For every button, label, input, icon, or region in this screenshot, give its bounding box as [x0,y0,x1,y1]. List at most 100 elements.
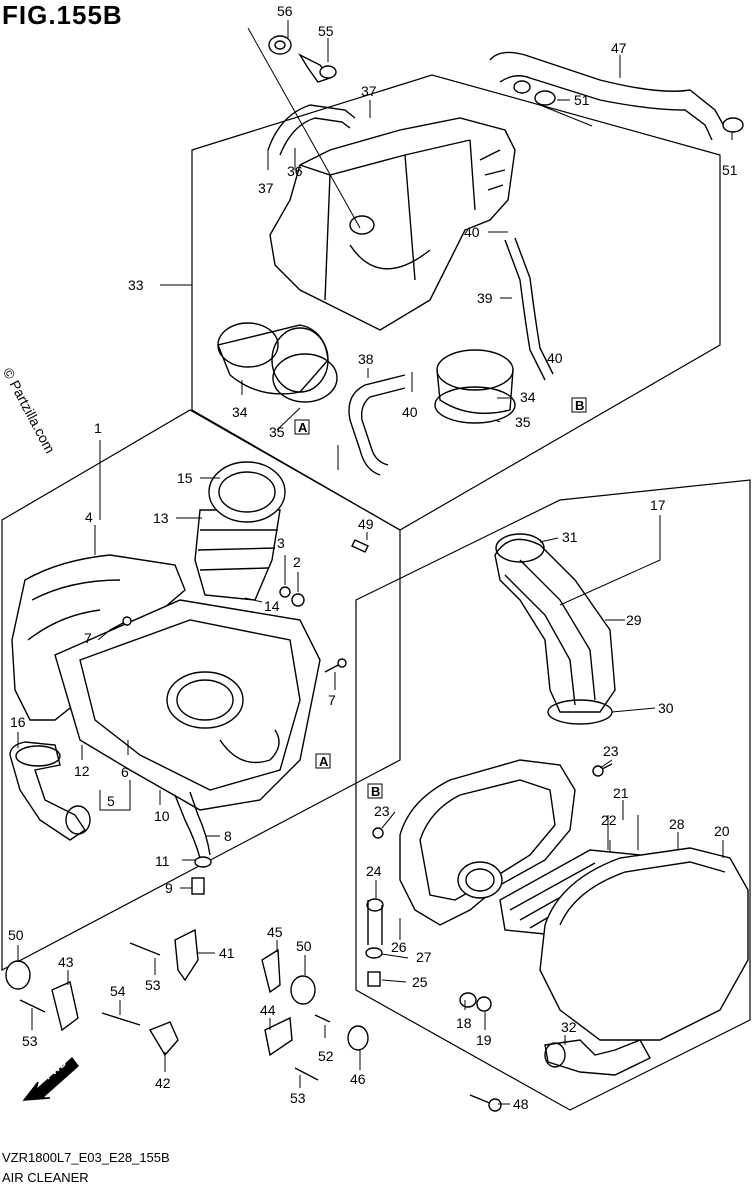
callout-22: 22 [601,812,617,828]
callout-40-a: 40 [464,224,480,240]
bolt-52 [314,1014,331,1023]
callout-51-lower: 51 [722,162,738,178]
ref-box-b-right: B [367,783,383,799]
duct-32 [544,1039,651,1076]
callout-49: 49 [358,516,374,532]
callout-47: 47 [611,40,627,56]
callout-32: 32 [561,1019,577,1035]
bolt-48 [469,1094,502,1112]
callout-13: 13 [153,510,169,526]
callout-46: 46 [350,1071,366,1087]
callout-53-center: 53 [145,977,161,993]
hose-8 [174,791,211,859]
callout-53-left: 53 [22,1033,38,1049]
callout-45: 45 [267,924,283,940]
callout-21: 21 [613,785,629,801]
clamp-35-left [272,353,338,403]
callout-26: 26 [391,939,407,955]
callout-23-lower: 23 [374,803,390,819]
clamp-11 [194,856,212,868]
callout-17: 17 [650,497,666,513]
grommet-18 [459,992,477,1008]
duct-16 [9,741,91,841]
callout-54: 54 [110,983,126,999]
callout-4: 4 [85,509,93,525]
callout-8: 8 [224,828,232,844]
callout-19: 19 [476,1032,492,1048]
svg-text:B: B [575,398,584,413]
callout-12: 12 [74,763,90,779]
callout-16: 16 [10,714,26,730]
callout-7-left: 7 [84,630,92,646]
group-outline-right [355,479,751,1111]
callout-31: 31 [562,529,578,545]
callout-14: 14 [264,598,280,614]
hose-39 [504,237,554,381]
svg-text:A: A [298,420,308,435]
callout-50-left: 50 [8,927,24,943]
intake-pipe-34-right [436,349,514,415]
callout-53-bottom: 53 [290,1090,306,1106]
bolt-49 [351,539,369,553]
group-outline-left [1,409,401,971]
cushion-50-left [5,960,31,990]
callout-6: 6 [121,764,129,780]
figure-title: FIG.155B [2,0,123,30]
bolt-54 [101,1012,141,1026]
callout-51-upper: 51 [574,92,590,108]
callout-20: 20 [714,823,730,839]
hose-38 [348,374,406,476]
bolt-55 [298,53,337,83]
cushion-50-center [290,975,316,1005]
callout-18: 18 [456,1015,472,1031]
bolt-53-left [19,999,46,1013]
callout-9: 9 [165,880,173,896]
callout-55: 55 [318,23,334,39]
callout-43: 43 [58,954,74,970]
callout-52: 52 [318,1048,334,1064]
callout-15: 15 [177,470,193,486]
clamp-27 [365,947,383,959]
callout-3: 3 [277,535,285,551]
nut-3 [279,586,291,598]
bolt-23-lower [372,827,384,839]
callout-35-right: 35 [515,414,531,430]
nut-2 [291,593,305,607]
rubber-intake-29 [494,538,616,713]
callout-48: 48 [513,1096,529,1112]
callout-30: 30 [658,700,674,716]
clamp-51-upper [534,90,556,106]
callout-5: 5 [107,793,115,809]
bolt-53-center [129,942,161,956]
callout-33: 33 [128,277,144,293]
bracket-44 [264,1016,293,1057]
callout-23-upper: 23 [603,743,619,759]
callout-40-b: 40 [547,350,563,366]
bracket-41 [174,928,199,982]
bracket-43 [51,981,79,1032]
callout-11: 11 [155,853,170,869]
callout-27: 27 [416,949,432,965]
cleaner-base-plate [399,759,576,926]
outer-cover-20 [539,847,749,1041]
bolt-23-upper [592,763,613,777]
callout-numbers: 56 55 47 37 51 36 37 51 33 40 39 38 40 3… [8,3,738,1112]
clamp-35-right [434,386,516,424]
bracket-42 [148,1021,179,1057]
breather-hose-36 [267,104,356,156]
callout-56: 56 [277,3,293,19]
clamp-51-lower [722,117,744,133]
callout-34-left: 34 [232,404,248,420]
callout-42: 42 [155,1075,171,1091]
callout-44: 44 [260,1002,276,1018]
callout-25: 25 [412,974,428,990]
plug-9 [191,877,205,895]
diagram-code: VZR1800L7_E03_E28_155B [2,1150,170,1165]
callout-1: 1 [94,420,102,436]
callout-37-lower: 37 [258,180,274,196]
seal-15 [208,461,286,523]
ref-box-a-upper: A [294,419,310,435]
callout-24: 24 [366,863,382,879]
